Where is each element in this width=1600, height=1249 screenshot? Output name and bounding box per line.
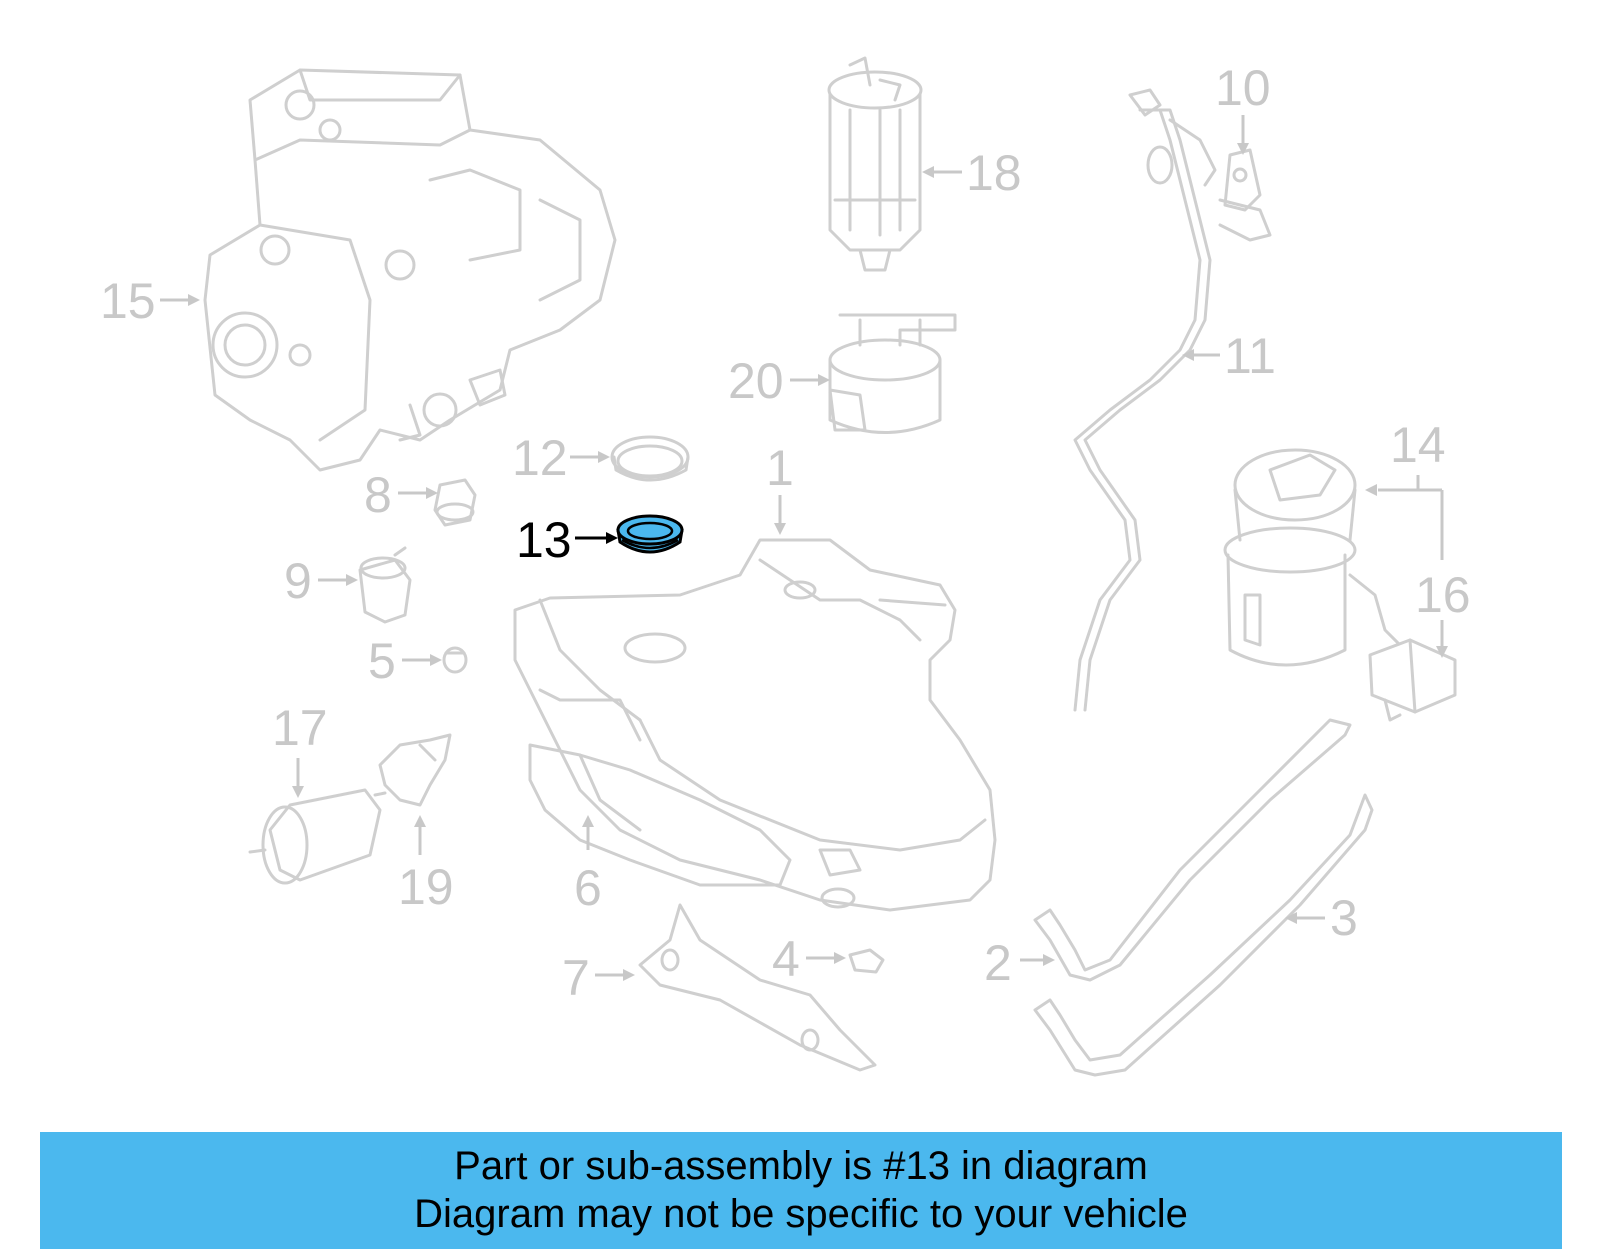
- info-banner: Part or sub-assembly is #13 in diagram D…: [40, 1132, 1562, 1249]
- callout-1: 1: [766, 440, 794, 496]
- part-15-injection-pump: [203, 68, 617, 472]
- part-13-seal: [616, 514, 684, 554]
- callout-12: 12: [512, 430, 568, 486]
- part-12-lock-ring: [610, 435, 690, 482]
- callout-10: 10: [1215, 60, 1271, 116]
- callout-3: 3: [1330, 890, 1358, 946]
- part-20-filter-bracket: [828, 313, 957, 434]
- part-6-heat-shield: [528, 743, 792, 887]
- callout-8: 8: [364, 467, 392, 523]
- part-4-clip: [848, 948, 885, 974]
- banner-line-1: Part or sub-assembly is #13 in diagram: [454, 1144, 1148, 1188]
- part-1-fuel-tank: [513, 538, 997, 912]
- callout-7: 7: [562, 950, 590, 1006]
- banner-line-2: Diagram may not be specific to your vehi…: [414, 1192, 1188, 1236]
- exploded-parts-diagram: 15 18 10 11 20 12 13 1 8 9 5 14 16 17 19…: [100, 56, 1471, 1077]
- part-11-fuel-line: [1073, 88, 1217, 712]
- callout-16: 16: [1415, 567, 1471, 623]
- leader-lines: [160, 115, 1448, 981]
- part-16-sender: [1368, 638, 1457, 722]
- callout-2: 2: [984, 935, 1012, 991]
- callout-13: 13: [516, 512, 572, 568]
- callout-20: 20: [728, 353, 784, 409]
- callout-labels: 15 18 10 11 20 12 13 1 8 9 5 14 16 17 19…: [100, 60, 1471, 1006]
- callout-11: 11: [1224, 328, 1276, 384]
- part-3-tank-strap: [1033, 793, 1374, 1077]
- callout-4: 4: [772, 931, 800, 987]
- part-9-vent-valve: [358, 546, 412, 624]
- callout-9: 9: [284, 553, 312, 609]
- part-7-bracket: [638, 903, 877, 1072]
- callout-15: 15: [100, 273, 156, 329]
- callout-5: 5: [368, 633, 396, 689]
- part-5-grommet: [442, 646, 468, 674]
- callout-6: 6: [574, 860, 602, 916]
- callout-19: 19: [398, 859, 454, 915]
- part-17-inline-filter: [248, 788, 387, 885]
- callout-18: 18: [966, 145, 1022, 201]
- callout-17: 17: [272, 700, 328, 756]
- part-2-tank-strap: [1033, 718, 1352, 982]
- part-8-cap: [433, 478, 477, 527]
- part-10-connector: [1218, 148, 1272, 242]
- callout-14: 14: [1390, 417, 1446, 473]
- part-18-fuel-filter: [827, 56, 923, 272]
- part-14-fuel-pump-module: [1223, 448, 1402, 667]
- part-19-clamp: [378, 733, 452, 807]
